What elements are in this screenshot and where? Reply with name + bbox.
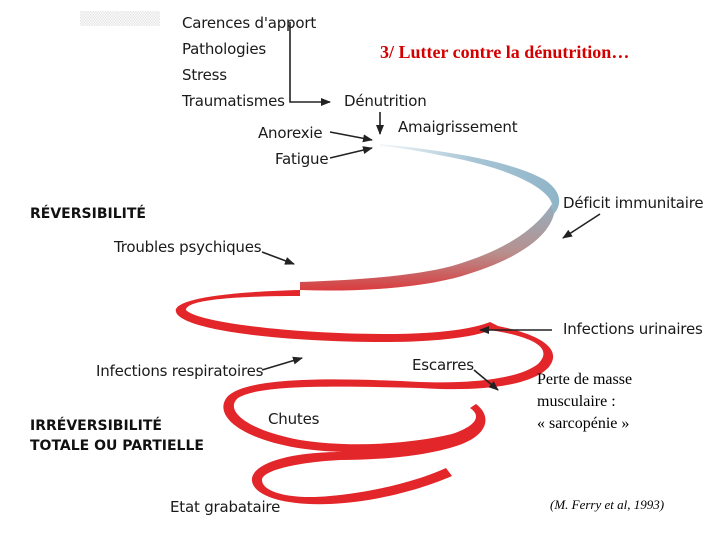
reversibilite-heading: RÉVERSIBILITÉ xyxy=(30,206,146,222)
label-etat-grabataire: Etat grabataire xyxy=(170,498,280,516)
irreversibilite-heading-line2: TOTALE OU PARTIELLE xyxy=(30,438,204,454)
citation: (M. Ferry et al, 1993) xyxy=(550,497,664,513)
label-fatigue: Fatigue xyxy=(275,150,328,168)
cause-traumatismes: Traumatismes xyxy=(182,92,285,110)
arrow-fatigue xyxy=(330,148,372,158)
cause-stress: Stress xyxy=(182,66,227,84)
arrow-troubles-psychiques xyxy=(262,252,294,264)
irreversibilite-heading-line1: IRRÉVERSIBILITÉ xyxy=(30,418,162,434)
label-deficit-immunitaire: Déficit immunitaire xyxy=(563,194,703,212)
label-troubles-psychiques: Troubles psychiques xyxy=(114,238,261,256)
label-escarres: Escarres xyxy=(412,356,474,374)
label-chutes: Chutes xyxy=(268,410,319,428)
spiral-top-segment xyxy=(380,144,559,214)
label-denutrition: Dénutrition xyxy=(344,92,427,110)
arrow-deficit-immunitaire xyxy=(563,214,600,238)
spiral-loop-3 xyxy=(223,379,454,452)
sarcopenie-line3: « sarcopénie » xyxy=(537,414,629,434)
slide-title: 3/ Lutter contre la dénutrition… xyxy=(380,42,629,63)
label-amaigrissement: Amaigrissement xyxy=(398,118,517,136)
causes-bracket-line xyxy=(290,22,330,102)
sarcopenie-line2: musculaire : xyxy=(537,392,616,412)
cause-carences: Carences d'apport xyxy=(182,14,316,32)
arrow-anorexie xyxy=(330,132,372,140)
cause-pathologies: Pathologies xyxy=(182,40,266,58)
spiral-descending-segment xyxy=(300,204,554,290)
label-infections-respiratoires: Infections respiratoires xyxy=(96,362,263,380)
spiral-loop-1 xyxy=(176,290,498,342)
sarcopenie-line1: Perte de masse xyxy=(537,370,632,390)
label-anorexie: Anorexie xyxy=(258,124,322,142)
arrow-infections-respiratoires xyxy=(262,358,302,370)
label-infections-urinaires: Infections urinaires xyxy=(563,320,703,338)
